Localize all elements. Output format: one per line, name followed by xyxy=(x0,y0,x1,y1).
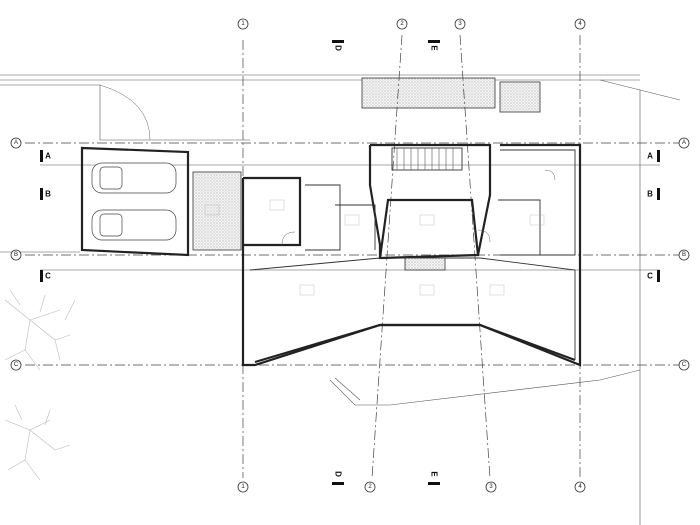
section-d-label-bottom: D xyxy=(334,471,343,477)
axis-bubble-b-left: B xyxy=(10,249,22,261)
section-marker-a-right: A xyxy=(647,150,660,162)
axis-bubble-2-top: 2 xyxy=(396,18,408,30)
axis-bubble-3-bottom: 3 xyxy=(485,481,497,493)
axis-4-label: 4 xyxy=(578,21,582,27)
axis-a-label-right: A xyxy=(682,140,686,146)
tree-symbols xyxy=(4,289,76,481)
section-marker-b-right: B xyxy=(647,188,660,200)
room-annotations xyxy=(204,199,545,296)
axis-bubble-1-bottom: 1 xyxy=(237,481,249,493)
section-marker-d-bottom: D xyxy=(332,471,344,485)
main-building xyxy=(241,143,582,367)
axis-grid xyxy=(25,34,680,479)
section-marker-e-bottom: E xyxy=(428,471,440,485)
axis-bubble-a-left: A xyxy=(10,137,22,149)
top-hatched-zone xyxy=(361,77,541,113)
axis-2-label: 2 xyxy=(400,21,404,27)
section-marker-b-left: B xyxy=(40,188,51,200)
axis-bubble-4-top: 4 xyxy=(574,18,586,30)
garage xyxy=(80,84,190,257)
section-a-label: A xyxy=(45,152,51,161)
axis-bubble-a-right: A xyxy=(678,137,690,149)
axis-c-label-right: C xyxy=(682,362,687,368)
axis-bubble-1-top: 1 xyxy=(237,18,249,30)
section-c-label: C xyxy=(45,272,51,281)
axis-c-label: C xyxy=(14,362,19,368)
section-e-label-bottom: E xyxy=(430,471,439,477)
axis-b-label-right: B xyxy=(682,252,686,258)
axis-bubble-2-bottom: 2 xyxy=(364,481,376,493)
section-marker-e-top: E xyxy=(428,40,440,51)
axis-bubble-b-right: B xyxy=(678,249,690,261)
site-boundary xyxy=(0,74,681,525)
axis-bubble-c-left: C xyxy=(10,359,22,371)
section-a-label-right: A xyxy=(647,152,653,161)
axis-bubble-4-bottom: 4 xyxy=(574,481,586,493)
axis-bubble-c-right: C xyxy=(678,359,690,371)
axis-3-label-bottom: 3 xyxy=(489,484,493,490)
section-b-label: B xyxy=(45,190,51,199)
section-marker-d-top: D xyxy=(332,40,344,51)
axis-1-label-bottom: 1 xyxy=(241,484,245,490)
section-e-label: E xyxy=(430,45,439,51)
axis-4-label-bottom: 4 xyxy=(578,484,582,490)
section-c-label-right: C xyxy=(647,272,653,281)
axis-2-label-bottom: 2 xyxy=(368,484,372,490)
section-marker-c-left: C xyxy=(40,270,51,282)
staircase xyxy=(391,147,463,171)
axis-1-label: 1 xyxy=(241,21,245,27)
axis-bubble-3-top: 3 xyxy=(454,18,466,30)
section-marker-c-right: C xyxy=(647,270,660,282)
axis-3-label: 3 xyxy=(458,21,462,27)
axis-b-label: B xyxy=(14,252,18,258)
section-marker-a-left: A xyxy=(40,150,51,162)
section-d-label: D xyxy=(334,45,343,51)
section-b-label-right: B xyxy=(647,190,653,199)
courtyard-patch xyxy=(192,171,242,251)
axis-a-label: A xyxy=(14,140,18,146)
